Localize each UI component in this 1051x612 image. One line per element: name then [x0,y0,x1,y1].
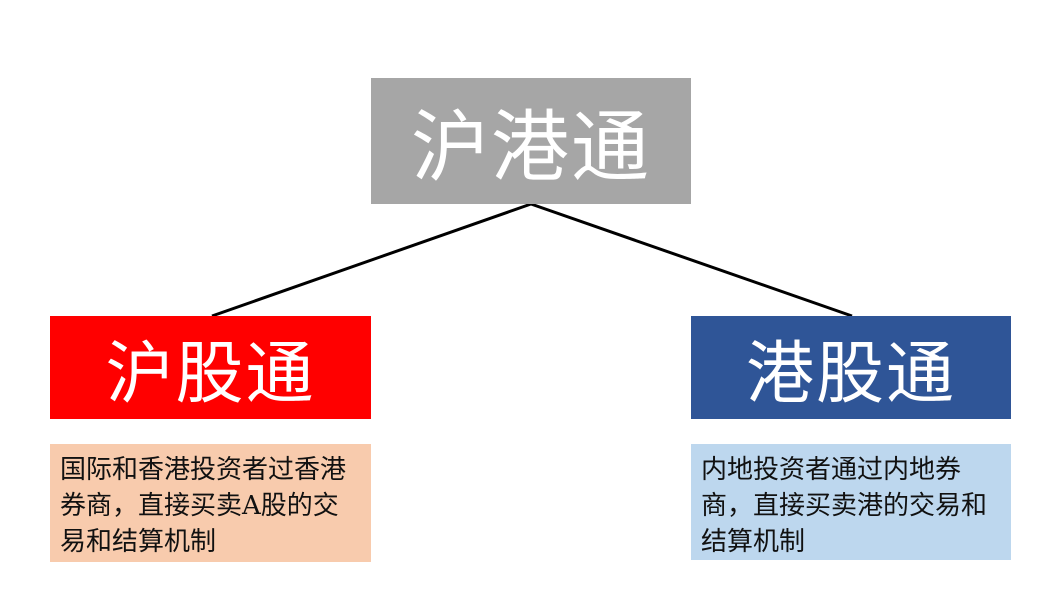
right-node-title: 港股通 [691,316,1011,419]
left-node-description: 国际和香港投资者过香港券商，直接买卖A股的交易和结算机制 [50,444,371,562]
connector-root-to-right [530,202,853,318]
right-node-description: 内地投资者通过内地券商，直接买卖港的交易和结算机制 [691,444,1011,560]
left-node-title: 沪股通 [50,316,371,419]
connector-root-to-left [211,202,532,318]
root-node: 沪港通 [371,78,691,204]
